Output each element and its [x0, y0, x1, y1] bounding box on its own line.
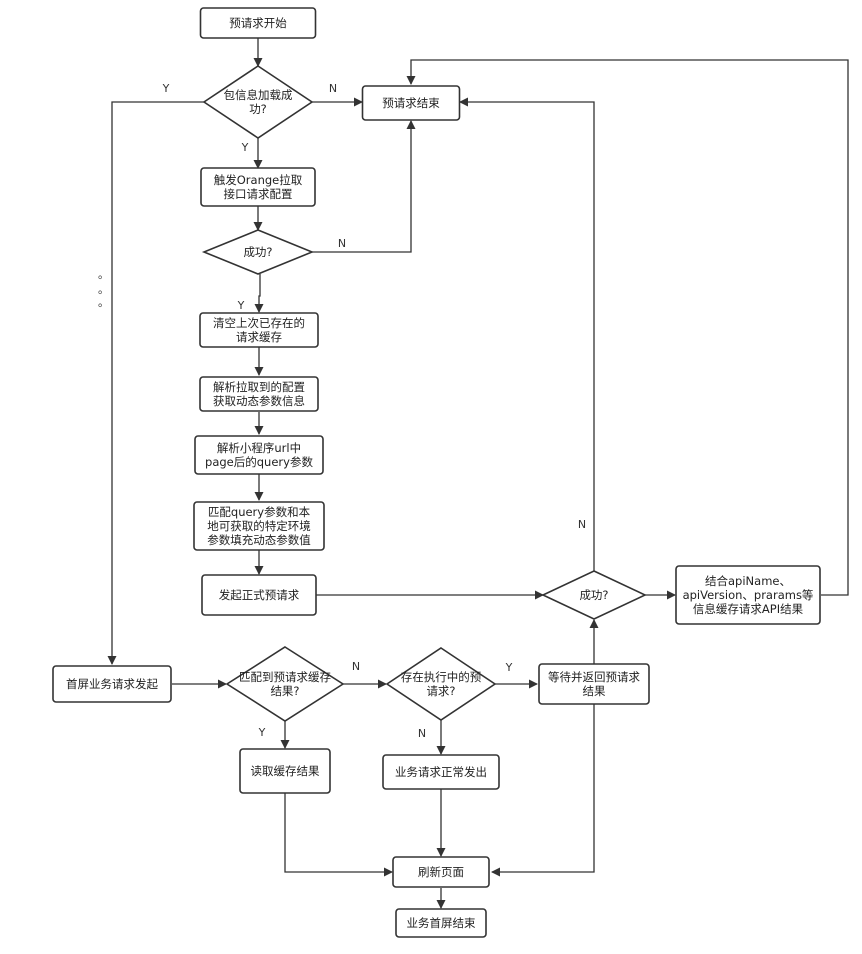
ellipsis-dot-3: 。: [98, 296, 109, 309]
node-success1-text-1: 成功?: [243, 245, 272, 259]
node-match-cache-text-2: 结果?: [270, 684, 299, 698]
node-parse-url-text-2: page后的query参数: [205, 455, 313, 469]
edge-success2-no-to-end: [459, 97, 595, 571]
node-match-query-text-3: 参数填充动态参数值: [207, 533, 311, 547]
label-success1-yes: Y: [237, 299, 245, 312]
node-in-progress-text-1: 存在执行中的预: [401, 670, 482, 684]
node-biz-end-text-1: 业务首屏结束: [407, 916, 476, 930]
node-pkg-loaded-text-2: 功?: [249, 102, 267, 116]
node-pre-start-shape: [199, 7, 317, 39]
node-cache-result-text-2: apiVersion、prarams等: [683, 588, 814, 602]
label-pkg-yes-down: Y: [241, 141, 249, 154]
node-wait-return-shape: [538, 663, 650, 705]
node-success1-shape: [201, 229, 315, 275]
node-success2-shape: [541, 570, 647, 620]
node-pre-start: 预请求开始: [199, 7, 317, 39]
node-match-query-text-1: 匹配query参数和本: [208, 505, 311, 519]
node-wait-return-text-2: 结果: [583, 684, 606, 698]
node-in-progress-text-2: 请求?: [426, 684, 455, 698]
node-in-progress-shape: [385, 647, 497, 721]
edge-read-cache-to-refresh: [284, 793, 393, 877]
node-biz-end-shape: [395, 908, 487, 938]
ellipsis-dots: 。 。 。: [98, 268, 109, 309]
node-normal-request: 业务请求正常发出: [382, 754, 500, 790]
label-match-no: N: [352, 660, 360, 673]
node-read-cache-shape: [239, 748, 331, 794]
node-clear-cache-text-1: 清空上次已存在的: [213, 316, 305, 330]
node-formal-request-text-1: 发起正式预请求: [219, 588, 300, 602]
node-match-query-shape: [193, 501, 325, 551]
node-formal-request-shape: [201, 574, 317, 616]
node-success1: 成功?: [201, 229, 315, 275]
node-parse-config-text-2: 获取动态参数信息: [213, 394, 305, 408]
node-pre-end-shape: [361, 85, 461, 121]
node-pre-start-text-1: 预请求开始: [229, 16, 287, 30]
node-success2: 成功?: [541, 570, 647, 620]
label-match-yes: Y: [258, 726, 266, 739]
node-wait-return-text-1: 等待并返回预请求: [548, 670, 640, 684]
node-refresh: 刷新页面: [392, 856, 490, 888]
node-match-cache-shape: [225, 646, 345, 722]
edge-success1-yes-to-clear: [254, 274, 264, 313]
node-refresh-text-1: 刷新页面: [418, 865, 464, 879]
label-success2-no: N: [578, 518, 586, 531]
node-success2-text-1: 成功?: [579, 588, 608, 602]
edge-labels: Y N Y N Y N N Y Y N: [162, 82, 586, 740]
node-clear-cache-text-2: 请求缓存: [236, 330, 282, 344]
node-pkg-loaded-shape: [202, 65, 314, 139]
node-match-query-text-2: 地可获取的特定环境: [207, 519, 311, 533]
node-match-cache-text-1: 匹配到预请求缓存: [239, 670, 331, 684]
node-parse-url-shape: [194, 435, 324, 475]
node-clear-cache-shape: [199, 312, 319, 348]
edges: [107, 38, 849, 909]
ellipsis-dot-1: 。: [98, 268, 109, 281]
node-normal-request-shape: [382, 754, 500, 790]
label-pkg-no: N: [329, 82, 337, 95]
edge-wait-to-refresh: [491, 704, 595, 877]
node-pre-end: 预请求结束: [361, 85, 461, 121]
node-formal-request: 发起正式预请求: [201, 574, 317, 616]
label-progress-no: N: [418, 727, 426, 740]
node-trigger-orange-shape: [200, 167, 316, 207]
node-normal-request-text-1: 业务请求正常发出: [395, 765, 487, 779]
node-pre-end-text-1: 预请求结束: [382, 96, 440, 110]
edge-pkg-yes-to-first-screen: [107, 101, 204, 665]
node-biz-end: 业务首屏结束: [395, 908, 487, 938]
node-cache-result-shape: [675, 565, 821, 625]
label-pkg-yes-left: Y: [162, 82, 170, 95]
node-parse-config-shape: [199, 376, 319, 412]
node-trigger-orange-text-2: 接口请求配置: [224, 187, 293, 201]
label-success1-no: N: [338, 237, 346, 250]
node-read-cache-text-1: 读取缓存结果: [251, 764, 320, 778]
edge-success1-no-to-end: [312, 120, 416, 253]
node-cache-result-text-3: 信息缓存请求API结果: [693, 602, 804, 616]
nodes: 预请求开始包信息加载成功?预请求结束触发Orange拉取接口请求配置成功?清空上…: [52, 7, 821, 938]
node-first-screen-text-1: 首屏业务请求发起: [66, 677, 158, 691]
node-parse-config-text-1: 解析拉取到的配置: [213, 380, 305, 394]
node-parse-url-text-1: 解析小程序url中: [217, 441, 301, 455]
node-read-cache: 读取缓存结果: [239, 748, 331, 794]
node-cache-result-text-1: 结合apiName、: [705, 574, 791, 588]
node-first-screen: 首屏业务请求发起: [52, 665, 172, 703]
ellipsis-dot-2: 。: [98, 283, 109, 296]
label-progress-yes: Y: [505, 661, 513, 674]
node-first-screen-shape: [52, 665, 172, 703]
node-trigger-orange-text-1: 触发Orange拉取: [214, 173, 303, 187]
node-refresh-shape: [392, 856, 490, 888]
node-pkg-loaded-text-1: 包信息加载成: [224, 88, 293, 102]
edge-cache-result-to-end: [406, 59, 849, 596]
